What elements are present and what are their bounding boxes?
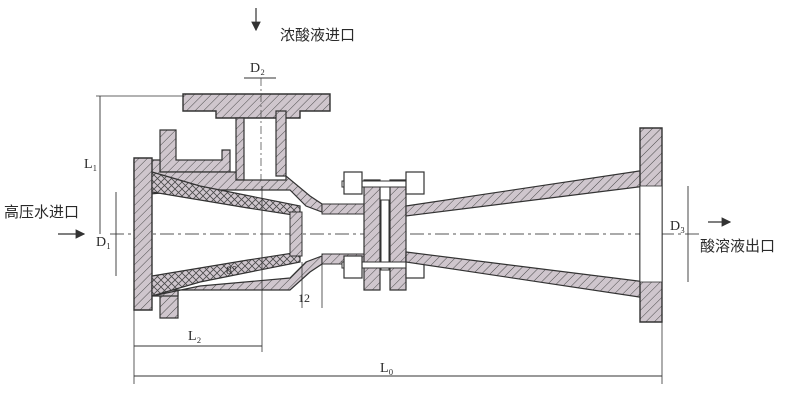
diffuser-upper-wall	[405, 169, 647, 217]
bolt-top-nut-right	[405, 171, 425, 195]
water-inlet-label: 高压水进口	[4, 203, 79, 221]
l2-label: L₂	[188, 329, 202, 344]
angle-label: 8°	[226, 263, 237, 277]
bolt-top-nut-left	[343, 171, 363, 195]
l1-label: L₁	[84, 157, 97, 172]
outlet-label: 酸溶液出口	[700, 237, 775, 255]
d2-label: D₂	[250, 61, 265, 76]
gasket	[380, 199, 390, 271]
outlet-flange-bore	[639, 185, 663, 283]
side-bracket	[159, 129, 231, 173]
water-inlet-flange	[133, 157, 153, 311]
acid-inlet-pipe-right-wall	[275, 110, 287, 177]
d3-label: D₃	[670, 219, 685, 234]
acid-inlet-label: 浓酸液进口	[280, 26, 355, 44]
d1-label: D₁	[96, 235, 111, 250]
bolt-bottom-nut-left	[343, 255, 363, 279]
l0-label: L₀	[380, 361, 394, 376]
mid-flange-right	[389, 179, 407, 291]
diffuser-lower-wall	[405, 251, 647, 299]
top-flange	[182, 93, 331, 119]
nozzle-tip	[289, 211, 303, 257]
gap-label: 12	[298, 291, 310, 305]
mid-flange-left	[363, 179, 381, 291]
acid-inlet-pipe-left-wall	[235, 117, 245, 181]
